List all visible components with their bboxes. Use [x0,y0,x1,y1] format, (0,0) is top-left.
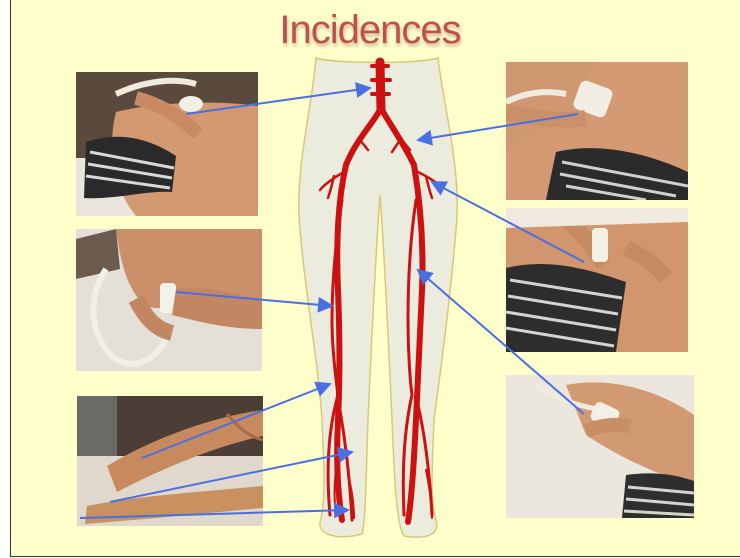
leg-silhouette [299,58,457,537]
photo-lower-leg [77,396,263,526]
photo-probe-lower-abdomen [506,62,688,200]
photo-probe-groin-thigh [76,229,262,371]
photo-probe-abdomen [76,72,258,216]
photo-probe-inner-thigh [506,375,694,518]
photo-probe-groin [506,208,688,352]
